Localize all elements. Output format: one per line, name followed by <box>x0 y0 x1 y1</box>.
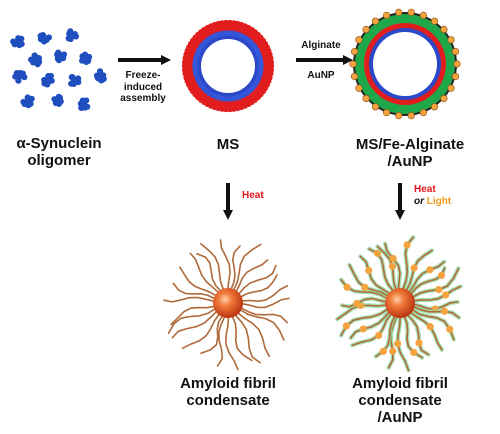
oligomer-icon <box>68 73 82 88</box>
aunp-label: AuNP <box>307 70 335 81</box>
light-word: Light <box>426 195 452 207</box>
oligomer-cluster-icon <box>10 28 107 112</box>
oligomer-icon <box>37 31 53 45</box>
coated-sphere-icon <box>349 8 461 120</box>
alginate-label: Alginate <box>301 40 341 51</box>
ms-fe-alginate-aunp-label: MS/Fe-Alginate /AuNP <box>355 136 465 170</box>
oligomer-icon <box>93 68 107 84</box>
heat-or-light-label: Heat or Light <box>414 184 452 207</box>
heat-label: Heat <box>242 190 264 201</box>
or-word: or <box>414 195 424 207</box>
oligomer-icon <box>51 93 64 107</box>
oligomer-icon <box>10 35 25 49</box>
oligomer-icon <box>28 52 43 68</box>
oligomer-icon <box>65 28 79 43</box>
oligomer-icon <box>79 51 93 66</box>
oligomer-icon <box>41 72 55 88</box>
oligomer-icon <box>20 94 35 109</box>
fibril-condensate-aunp-label: Amyloid fibril condensate /AuNP <box>352 375 448 426</box>
fibril-condensate-label: Amyloid fibril condensate <box>180 375 276 409</box>
oligomer-icon <box>12 69 28 84</box>
ms-label: MS <box>216 136 240 153</box>
oligomer-label: α-Synuclein oligomer <box>16 135 102 169</box>
oligomer-icon <box>77 97 91 112</box>
freeze-induced-assembly-label: Freeze- induced assembly <box>120 70 166 104</box>
micelle-sphere-icon <box>181 19 275 113</box>
oligomer-icon <box>54 49 68 64</box>
fibril-condensate-icon <box>335 235 463 373</box>
fibril-condensate-icon <box>163 239 290 371</box>
